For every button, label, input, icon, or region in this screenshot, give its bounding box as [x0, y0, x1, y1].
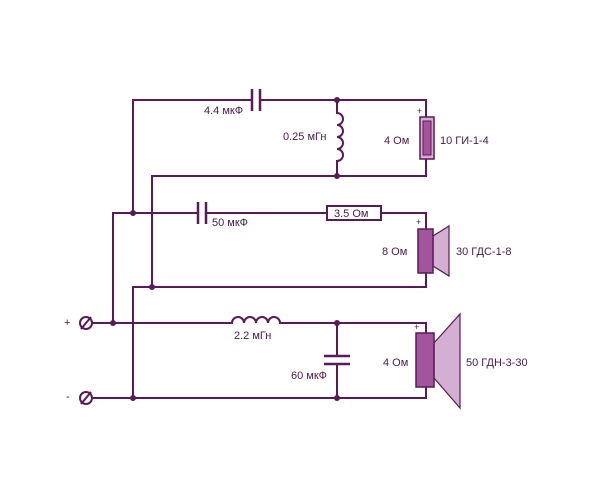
capacitor-midrange [196, 202, 208, 224]
capacitor-woofer [324, 354, 350, 366]
terminal-positive: + [64, 316, 93, 330]
speaker-woofer-icon [415, 312, 461, 410]
speaker-tweeter-icon [419, 116, 435, 160]
junction-node [334, 395, 340, 401]
speaker-woofer-impedance: 4 Ом [383, 357, 408, 369]
junction-node [130, 210, 136, 216]
speaker-midrange-icon [417, 224, 450, 278]
capacitor-tweeter [250, 89, 262, 111]
speaker-midrange-impedance: 8 Ом [382, 246, 407, 258]
terminal-positive-label: + [64, 317, 70, 329]
junction-node [110, 320, 116, 326]
inductor-tweeter [335, 111, 344, 163]
speaker-tweeter-impedance: 4 Ом [384, 135, 409, 147]
capacitor-tweeter-label: 4.4 мкФ [204, 105, 243, 117]
wires [85, 99, 427, 399]
resistor-midrange [326, 205, 382, 221]
terminal-negative: - [66, 391, 93, 405]
inductor-woofer-label: 2.2 мГн [234, 330, 271, 342]
junction-node [334, 173, 340, 179]
junction-node [149, 284, 155, 290]
speaker-woofer-model: 50 ГДН-3-30 [466, 357, 528, 369]
speaker-midrange-polarity: + [416, 217, 421, 227]
speaker-tweeter-polarity: + [417, 106, 422, 116]
speaker-woofer-polarity: + [414, 322, 419, 332]
speaker-midrange-model: 30 ГДС-1-8 [456, 246, 511, 258]
junction-nodes [110, 97, 340, 401]
inductor-woofer [230, 316, 282, 325]
resistor-midrange-label: 3.5 Ом [334, 208, 368, 220]
junction-node [334, 97, 340, 103]
inductor-tweeter-label: 0.25 мГн [283, 131, 326, 143]
capacitor-woofer-label: 60 мкФ [291, 370, 327, 382]
junction-node [130, 395, 136, 401]
speaker-tweeter-model: 10 ГИ-1-4 [440, 135, 489, 147]
junction-node [334, 320, 340, 326]
capacitor-midrange-label: 50 мкФ [212, 217, 248, 229]
terminal-negative-label: - [66, 391, 70, 403]
